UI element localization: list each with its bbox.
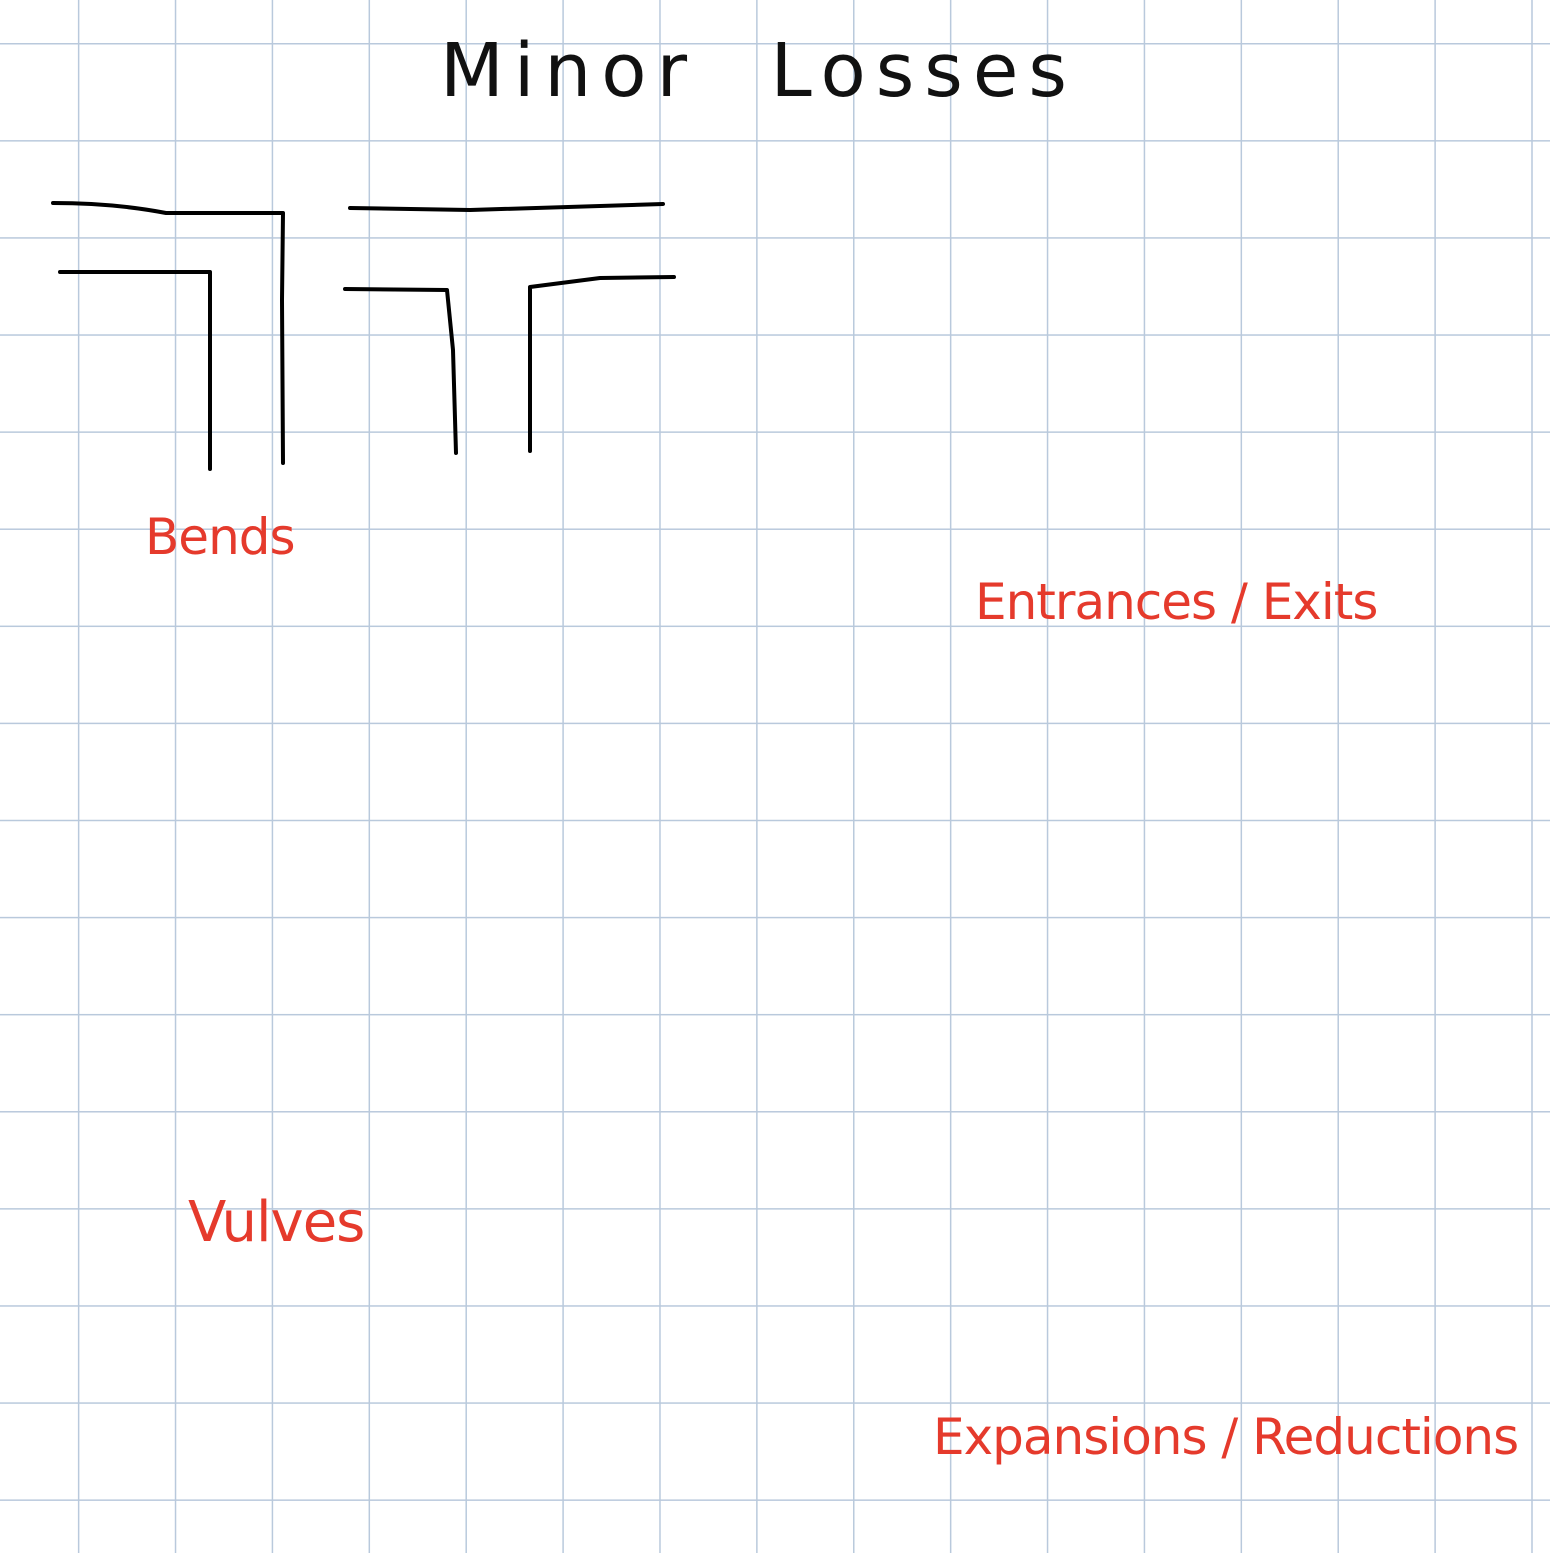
label-entrances-exits: Entrances / Exits xyxy=(975,573,1378,631)
tee-right-branch-wall xyxy=(528,275,676,453)
label-bends: Bends xyxy=(145,508,296,566)
tee-top-wall xyxy=(348,202,665,212)
elbow-bend-outer-wall xyxy=(51,201,285,465)
tee-left-branch-wall xyxy=(343,287,458,455)
elbow-bend-inner-wall xyxy=(58,270,212,471)
bends-diagram xyxy=(51,201,676,471)
label-expansions-reductions: Expansions / Reductions xyxy=(933,1408,1519,1466)
page-title: Minor Losses xyxy=(440,28,1077,114)
label-valves: Vulves xyxy=(188,1190,365,1255)
